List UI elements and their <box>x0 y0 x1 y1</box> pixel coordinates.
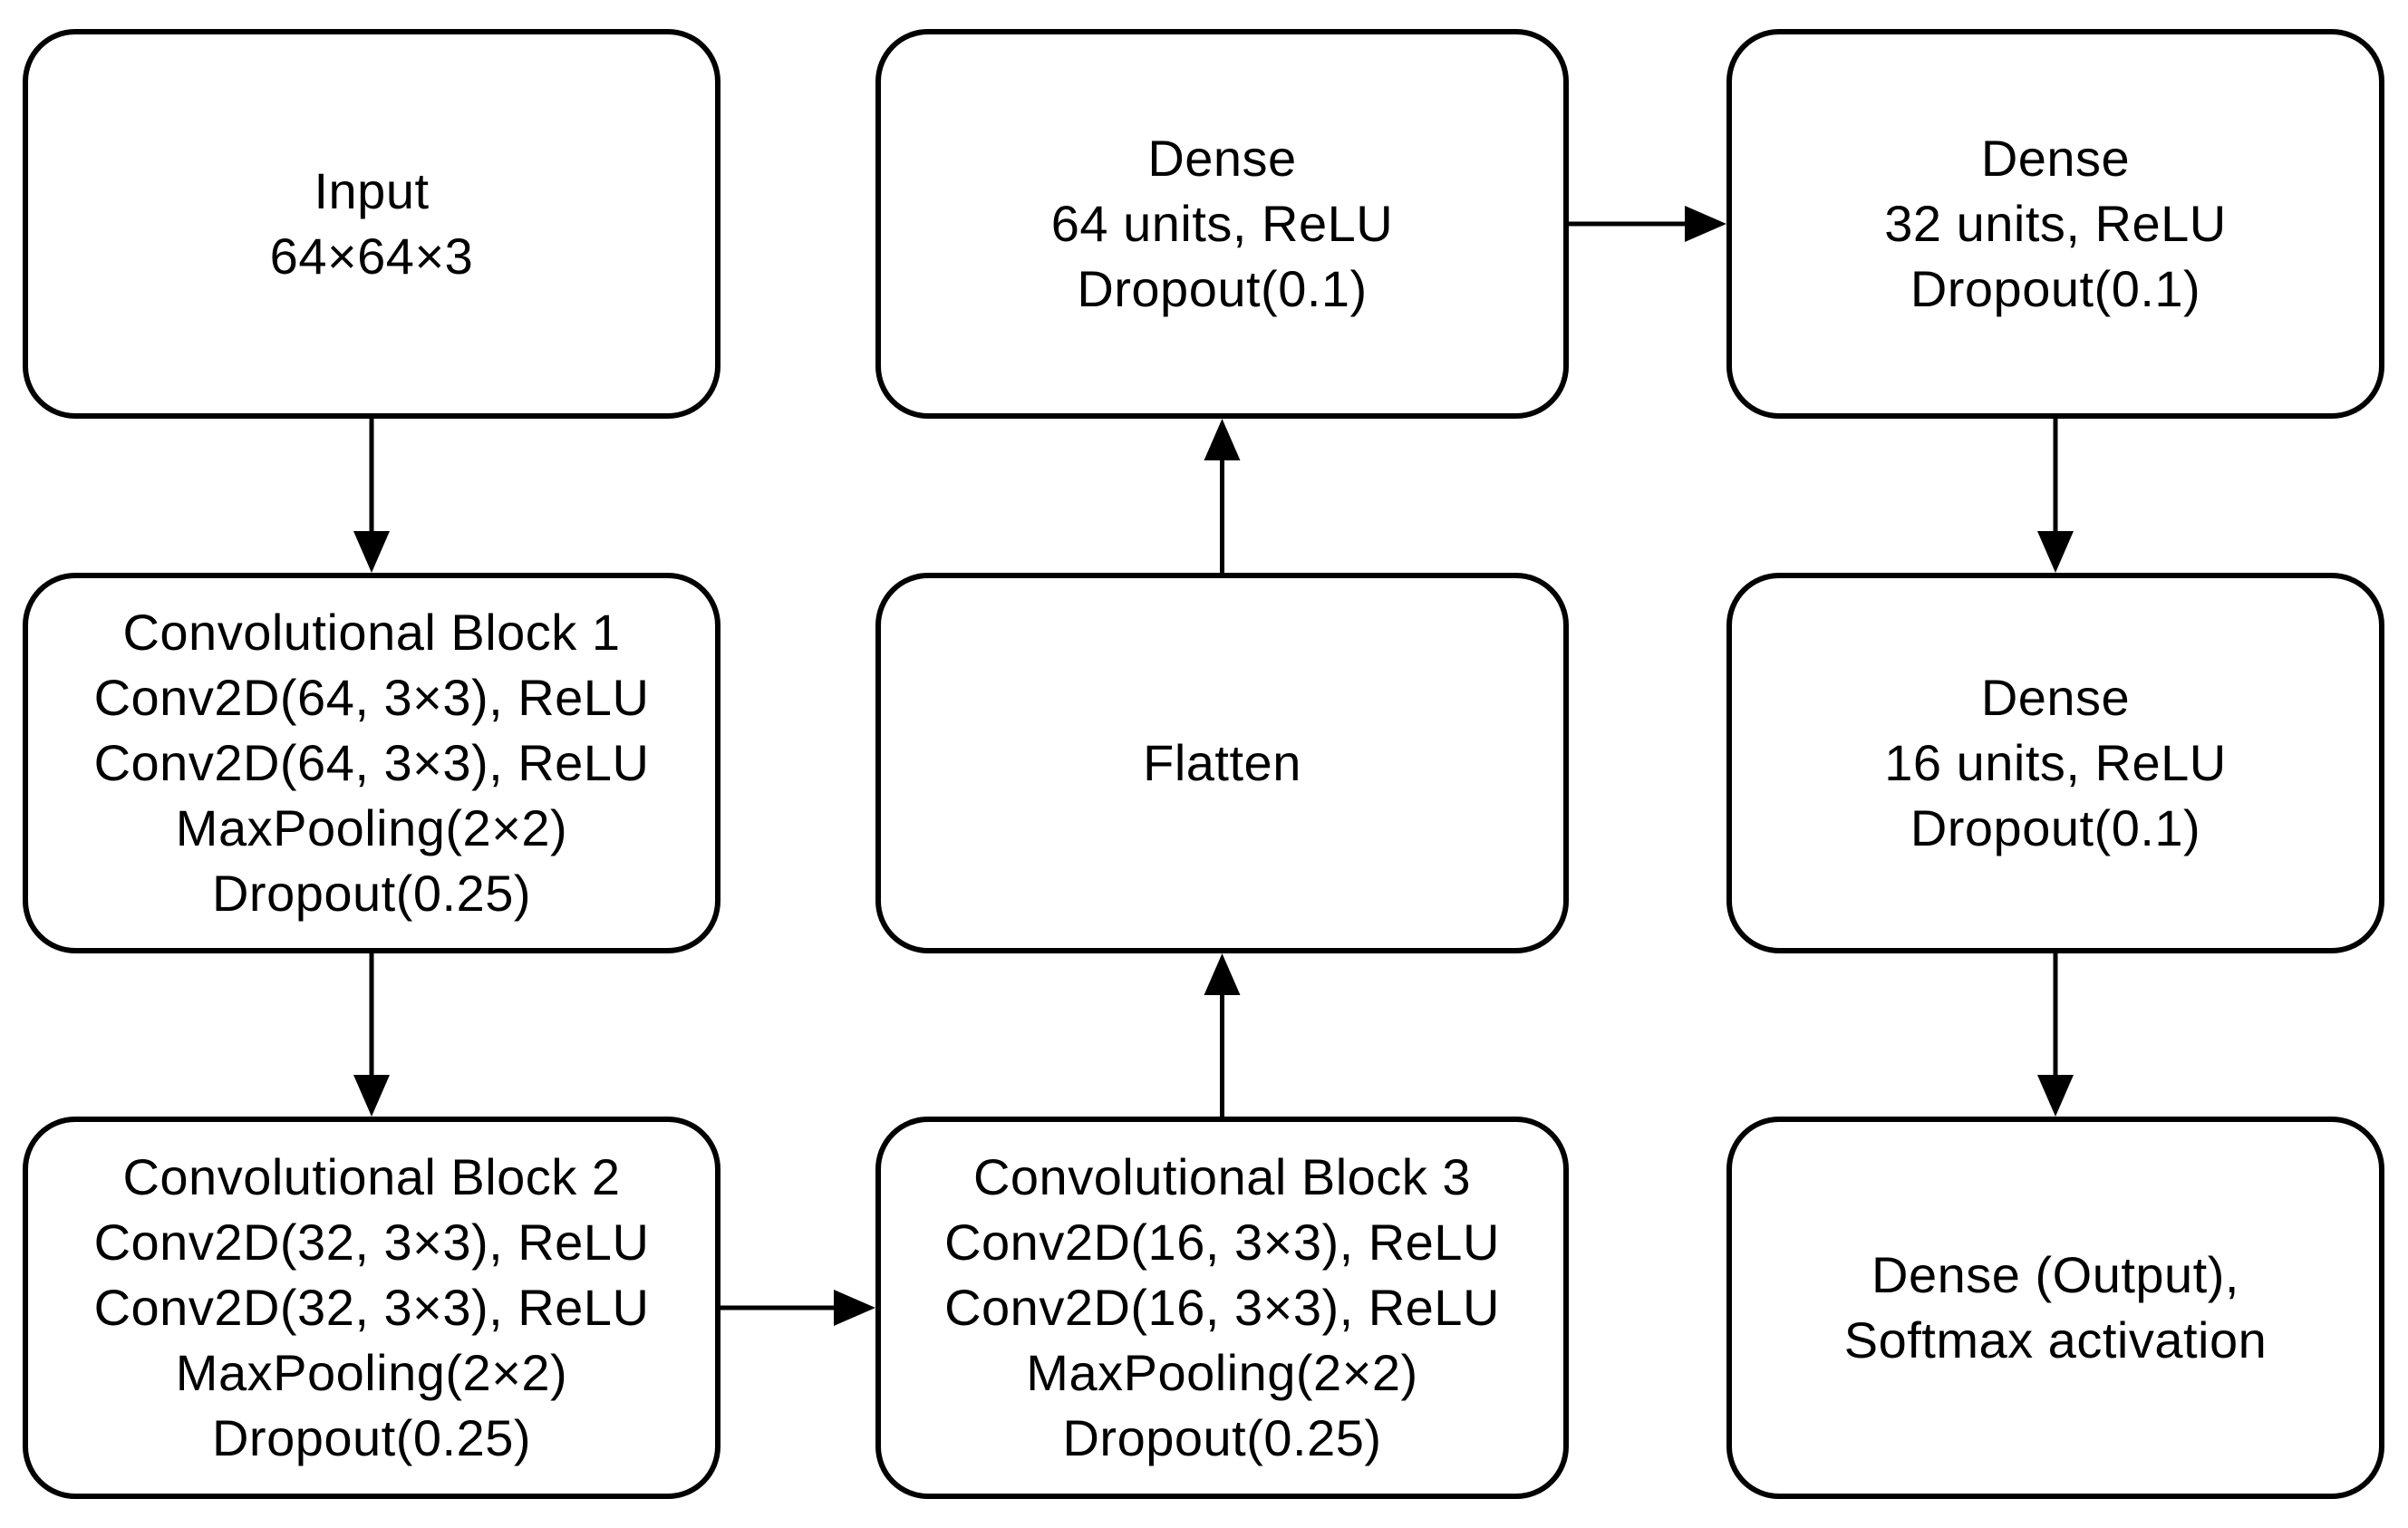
node-dense16-label: Dense <box>1980 669 2131 726</box>
node-conv1-title: Convolutional Block 1 <box>122 604 621 661</box>
node-conv2-layer2: Conv2D(32, 3×3), ReLU <box>93 1279 650 1336</box>
arrow-input-to-conv1 <box>353 419 390 573</box>
arrowhead-icon <box>353 1075 390 1117</box>
arrow-dense64-to-dense32 <box>1569 206 1726 242</box>
arrow-conv2-to-conv3 <box>720 1290 875 1326</box>
node-dense32-units: 32 units, ReLU <box>1884 195 2227 252</box>
arrowhead-icon <box>2037 531 2074 573</box>
node-flatten: Flatten <box>875 573 1569 953</box>
arrowhead-icon <box>1204 419 1241 460</box>
arrow-dense32-to-dense16 <box>2037 419 2074 573</box>
node-conv1-layer2: Conv2D(64, 3×3), ReLU <box>93 734 650 791</box>
node-conv2-title: Convolutional Block 2 <box>122 1148 621 1205</box>
arrowhead-icon <box>353 531 390 573</box>
arrow-dense16-to-output <box>2037 953 2074 1117</box>
arrowhead-icon <box>2037 1075 2074 1117</box>
node-dense-output: Dense (Output), Softmax activation <box>1726 1117 2384 1499</box>
arrowhead-icon <box>834 1290 875 1326</box>
node-conv3-pooling: MaxPooling(2×2) <box>1026 1344 1418 1401</box>
node-dense32-label: Dense <box>1980 130 2131 187</box>
node-dense16-dropout: Dropout(0.1) <box>1910 799 2201 856</box>
arrow-conv1-to-conv2 <box>353 953 390 1117</box>
arrowhead-icon <box>1685 206 1726 242</box>
arrow-conv3-to-flatten <box>1204 953 1241 1117</box>
node-conv-block-2: Convolutional Block 2 Conv2D(32, 3×3), R… <box>23 1117 720 1499</box>
node-dense-16: Dense 16 units, ReLU Dropout(0.1) <box>1726 573 2384 953</box>
node-conv1-pooling: MaxPooling(2×2) <box>175 799 568 856</box>
arrow-flatten-to-dense64 <box>1204 419 1241 573</box>
node-dense-64: Dense 64 units, ReLU Dropout(0.1) <box>875 29 1569 419</box>
node-dense32-dropout: Dropout(0.1) <box>1910 260 2201 317</box>
node-conv2-layer1: Conv2D(32, 3×3), ReLU <box>93 1214 650 1271</box>
node-conv1-layer1: Conv2D(64, 3×3), ReLU <box>93 669 650 726</box>
node-dense16-units: 16 units, ReLU <box>1884 734 2227 791</box>
node-dense64-dropout: Dropout(0.1) <box>1077 260 1368 317</box>
arrowhead-icon <box>1204 953 1241 995</box>
node-conv-block-3: Convolutional Block 3 Conv2D(16, 3×3), R… <box>875 1117 1569 1499</box>
node-input-shape: 64×64×3 <box>269 227 474 285</box>
node-input: Input 64×64×3 <box>23 29 720 419</box>
node-dense64-units: 64 units, ReLU <box>1050 195 1394 252</box>
node-conv-block-1: Convolutional Block 1 Conv2D(64, 3×3), R… <box>23 573 720 953</box>
node-conv2-dropout: Dropout(0.25) <box>211 1409 531 1466</box>
node-conv3-layer1: Conv2D(16, 3×3), ReLU <box>944 1214 1500 1271</box>
node-output-activation: Softmax activation <box>1843 1311 2268 1368</box>
node-conv1-dropout: Dropout(0.25) <box>211 865 531 922</box>
node-input-label: Input <box>314 162 430 219</box>
node-dense64-label: Dense <box>1147 130 1297 187</box>
node-conv3-dropout: Dropout(0.25) <box>1062 1409 1382 1466</box>
node-conv2-pooling: MaxPooling(2×2) <box>175 1344 568 1401</box>
node-flatten-label: Flatten <box>1143 734 1301 791</box>
node-conv3-title: Convolutional Block 3 <box>972 1148 1472 1205</box>
node-output-label: Dense (Output), <box>1871 1246 2239 1303</box>
node-dense-32: Dense 32 units, ReLU Dropout(0.1) <box>1726 29 2384 419</box>
node-conv3-layer2: Conv2D(16, 3×3), ReLU <box>944 1279 1500 1336</box>
